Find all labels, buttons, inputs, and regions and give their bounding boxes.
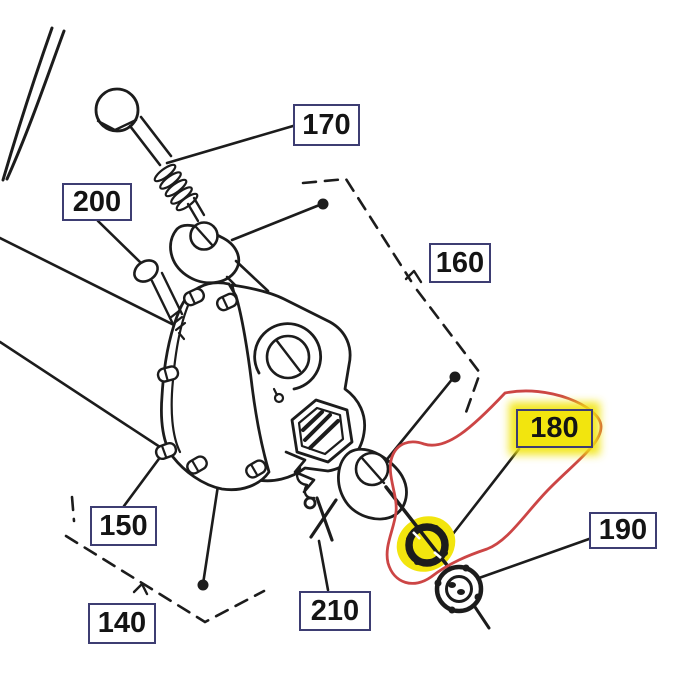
part-label-170[interactable]: 170 [293, 104, 360, 146]
castle-nut-190 [434, 564, 491, 630]
steering-knuckle-hub [154, 281, 367, 500]
cotter-pin-210 [303, 496, 338, 542]
part-label-150[interactable]: 150 [90, 506, 157, 546]
red-circle-annotation [385, 389, 603, 585]
hex-bolt-170 [94, 87, 206, 223]
upper-ball-joint [169, 221, 270, 304]
part-label-140[interactable]: 140 [88, 603, 156, 644]
wheel-stud [156, 365, 180, 383]
part-label-200[interactable]: 200 [62, 183, 132, 221]
wheel-stud [182, 287, 206, 307]
part-label-210[interactable]: 210 [299, 591, 371, 631]
group-boundary-140 [64, 495, 266, 624]
wheel-stud [186, 455, 208, 475]
wheel-stud [154, 441, 178, 461]
bolt-200 [133, 259, 187, 341]
frame-lines [0, 26, 230, 451]
part-label-160[interactable]: 160 [429, 243, 491, 283]
bolt-threads [153, 163, 199, 212]
label-leader-lines [96, 124, 591, 592]
part-label-180-highlighted[interactable]: 180 [516, 409, 593, 448]
wheel-stud [215, 292, 239, 312]
wheel-stud [245, 459, 267, 479]
hex-socket [290, 398, 354, 464]
part-label-190[interactable]: 190 [589, 512, 657, 549]
washer-180-highlighted [384, 485, 456, 572]
group-boundary-160 [301, 177, 482, 420]
